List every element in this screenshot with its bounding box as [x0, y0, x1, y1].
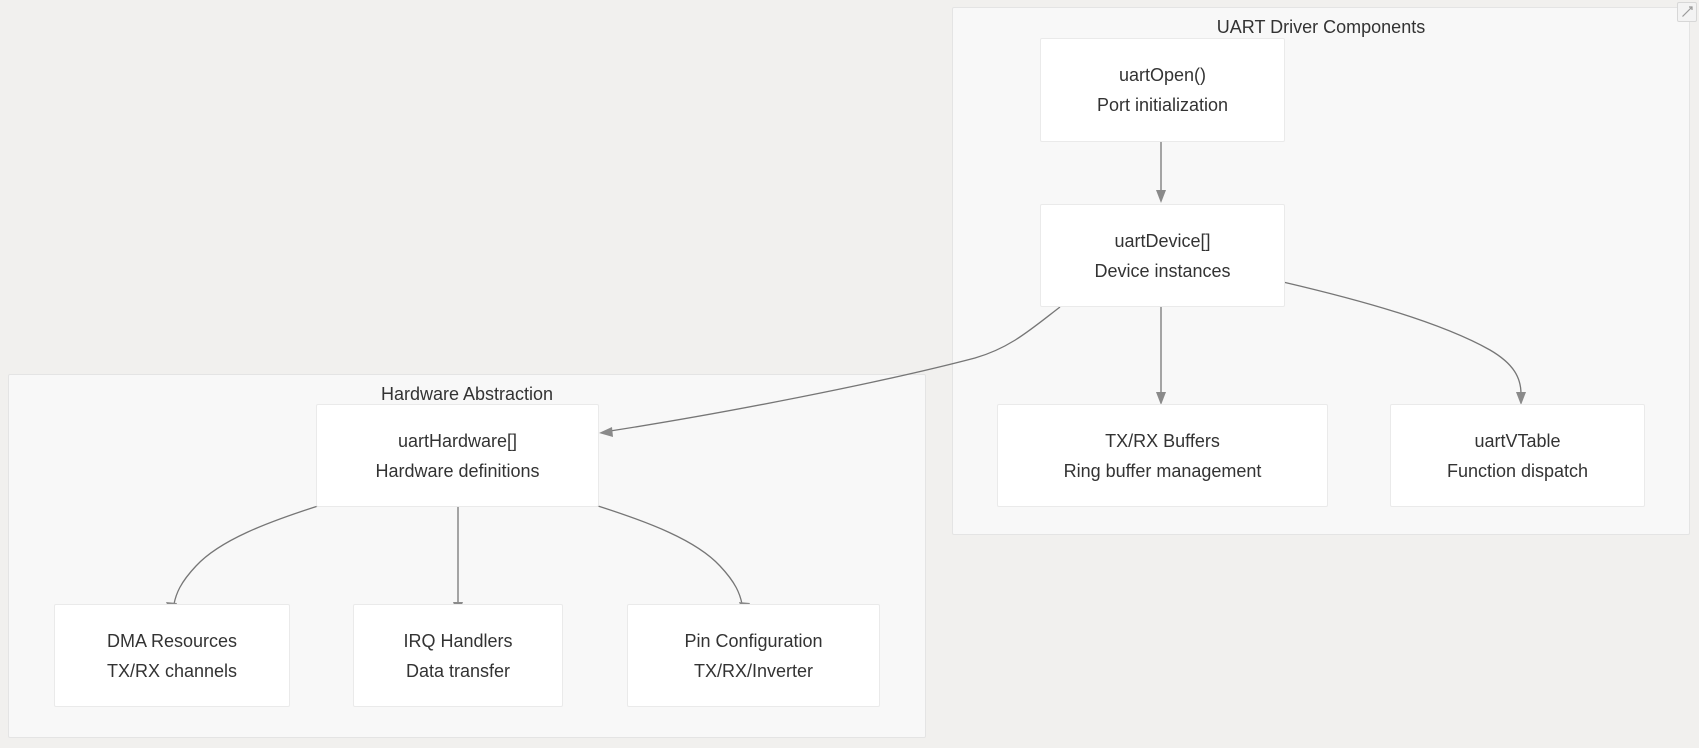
node-uarthardware[interactable]: uartHardware[] Hardware definitions: [316, 404, 599, 507]
node-uarthardware-subtitle: Hardware definitions: [375, 460, 540, 481]
node-pin-configuration-subtitle: TX/RX/Inverter: [693, 660, 814, 681]
node-uartdevice[interactable]: uartDevice[] Device instances: [1040, 204, 1285, 307]
node-uartvtable[interactable]: uartVTable Function dispatch: [1390, 404, 1645, 507]
node-pin-configuration[interactable]: Pin Configuration TX/RX/Inverter: [627, 604, 880, 707]
node-dma-resources-title: DMA Resources: [106, 630, 238, 651]
node-uarthardware-title: uartHardware[]: [397, 430, 518, 451]
node-uartopen[interactable]: uartOpen() Port initialization: [1040, 38, 1285, 142]
node-dma-resources-subtitle: TX/RX channels: [106, 660, 238, 681]
cluster-title-uart-driver-components: UART Driver Components: [1216, 17, 1426, 37]
node-irq-handlers-subtitle: Data transfer: [405, 660, 511, 681]
cluster-title-hardware-abstraction: Hardware Abstraction: [380, 384, 554, 404]
node-pin-configuration-title: Pin Configuration: [684, 630, 823, 651]
expand-icon[interactable]: [1677, 2, 1697, 22]
node-uartopen-subtitle: Port initialization: [1096, 95, 1229, 115]
node-txrx-buffers[interactable]: TX/RX Buffers Ring buffer management: [997, 404, 1328, 507]
node-txrx-buffers-title: TX/RX Buffers: [1105, 430, 1220, 451]
node-dma-resources[interactable]: DMA Resources TX/RX channels: [54, 604, 290, 707]
node-uartdevice-title: uartDevice[]: [1114, 230, 1211, 251]
node-irq-handlers-title: IRQ Handlers: [403, 630, 513, 651]
node-irq-handlers[interactable]: IRQ Handlers Data transfer: [353, 604, 563, 707]
node-uartvtable-subtitle: Function dispatch: [1446, 460, 1589, 481]
node-uartopen-title: uartOpen(): [1118, 65, 1207, 85]
node-uartdevice-subtitle: Device instances: [1094, 260, 1231, 281]
node-txrx-buffers-subtitle: Ring buffer management: [1063, 460, 1262, 481]
node-uartvtable-title: uartVTable: [1474, 430, 1561, 451]
